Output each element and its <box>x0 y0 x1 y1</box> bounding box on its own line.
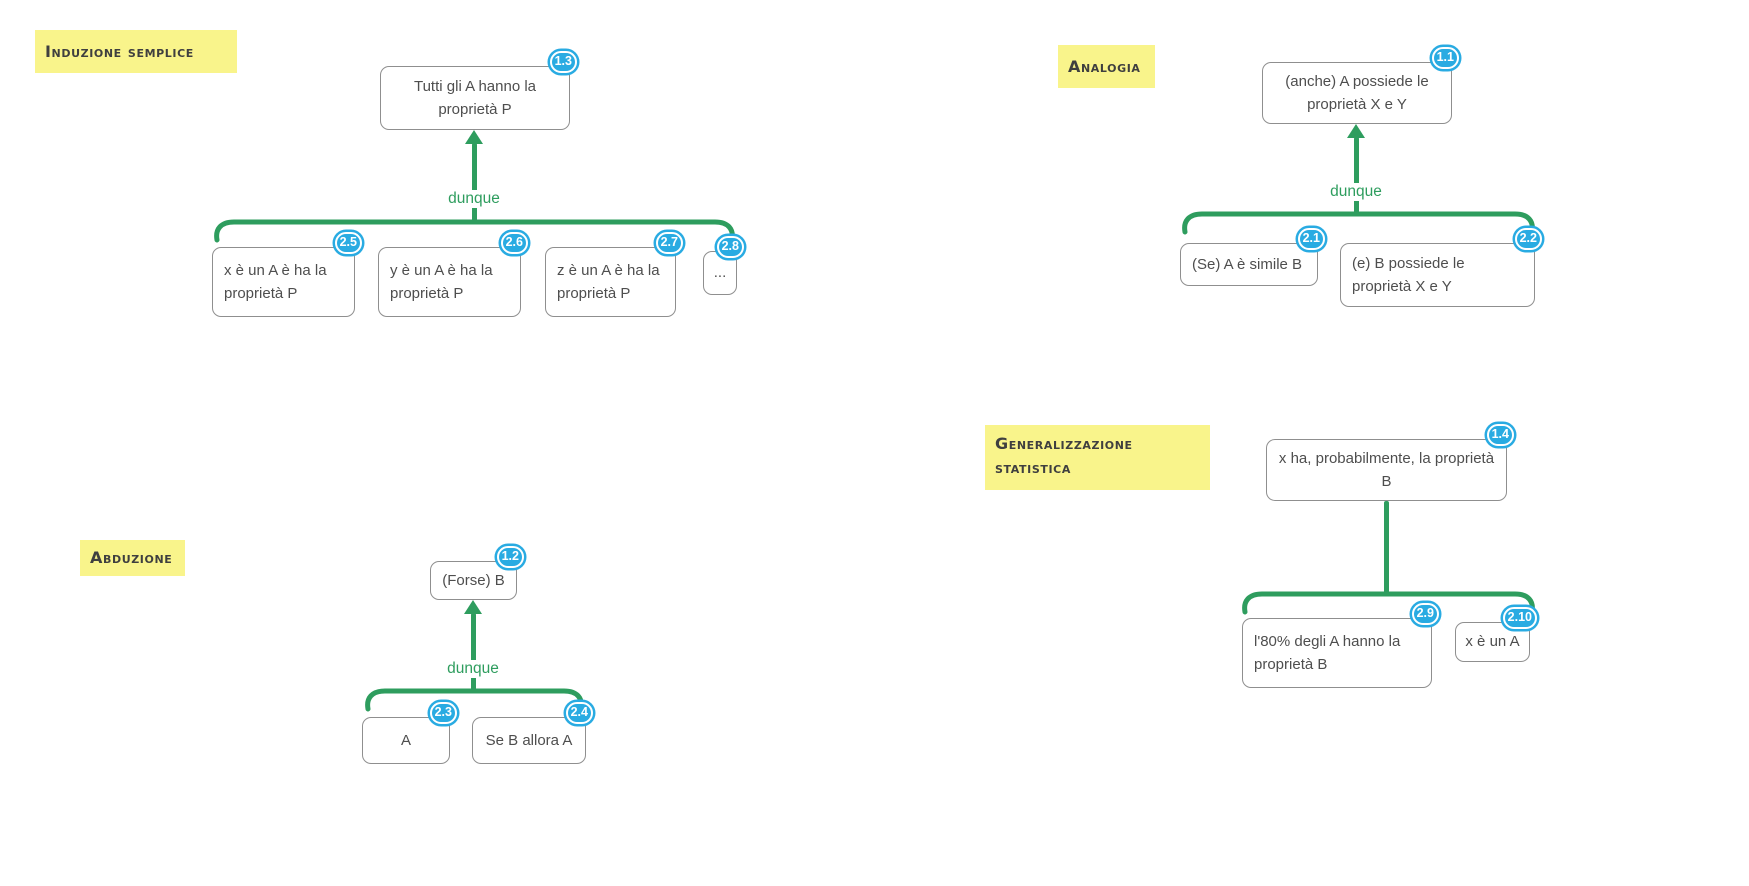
node-badge: 2.9 <box>1411 603 1439 625</box>
node-badge: 2.3 <box>429 702 457 724</box>
topic-label-analogia[interactable]: Analogia <box>1058 45 1155 88</box>
node-badge: 2.10 <box>1502 607 1537 629</box>
node-text: (anche) A possiede le proprietà X e Y <box>1285 72 1429 113</box>
node-badge: 1.4 <box>1486 424 1514 446</box>
topic-label-text: Induzione semplice <box>45 41 194 61</box>
node-text: x è un A è ha la proprietà P <box>224 261 327 302</box>
node-badge: 2.5 <box>334 232 362 254</box>
connector-label: dunque <box>444 660 502 678</box>
node-text: l'80% degli A hanno la proprietà B <box>1254 632 1401 673</box>
node-text: x è un A <box>1465 633 1520 651</box>
topic-label-text: Analogia <box>1068 56 1141 76</box>
node-text: A <box>400 731 411 749</box>
node-badge: 2.8 <box>716 236 744 258</box>
connector-label: dunque <box>445 190 503 208</box>
connector-label: dunque <box>1327 183 1385 201</box>
node-2-6[interactable]: 2.6 y è un A è ha la proprietà P <box>378 232 528 317</box>
node-2-1[interactable]: 2.1 (Se) A è simile B <box>1180 228 1325 286</box>
node-1-4[interactable]: 1.4 x ha, probabilmente, la proprietà B <box>1266 424 1514 501</box>
connector-arrowhead-icon <box>465 130 483 144</box>
topic-label-induzione-semplice[interactable]: Induzione semplice <box>35 30 237 73</box>
node-badge: 1.2 <box>496 546 524 568</box>
node-2-8[interactable]: 2.8 ... <box>703 236 744 295</box>
connector-line <box>472 143 477 224</box>
node-text: (e) B possiede le proprietà X e Y <box>1352 254 1465 295</box>
topic-label-text: Generalizzazione statistica <box>995 434 1133 477</box>
node-text: Se B allora A <box>485 731 573 749</box>
topic-label-abduzione[interactable]: Abduzione <box>80 540 185 576</box>
node-1-1[interactable]: 1.1 (anche) A possiede le proprietà X e … <box>1262 47 1459 124</box>
node-text: (Forse) B <box>442 571 505 589</box>
node-badge: 1.3 <box>549 51 577 73</box>
node-text: y è un A è ha la proprietà P <box>390 261 493 302</box>
node-badge: 2.4 <box>565 702 593 724</box>
connector-arrowhead-icon <box>1347 124 1365 138</box>
premise-bracket <box>214 219 735 243</box>
node-2-7[interactable]: 2.7 z è un A è ha la proprietà P <box>545 232 683 317</box>
node-text: (Se) A è simile B <box>1192 255 1303 273</box>
node-badge: 2.2 <box>1514 228 1542 250</box>
node-text: ... <box>713 264 727 282</box>
node-text: Tutti gli A hanno la proprietà P <box>413 77 537 118</box>
node-badge: 2.6 <box>500 232 528 254</box>
node-2-2[interactable]: 2.2 (e) B possiede le proprietà X e Y <box>1340 228 1542 307</box>
topic-label-text: Abduzione <box>90 548 173 567</box>
node-1-2[interactable]: 1.2 (Forse) B <box>430 546 524 600</box>
connector-line <box>471 613 476 693</box>
node-2-9[interactable]: 2.9 l'80% degli A hanno la proprietà B <box>1242 603 1439 688</box>
node-text: x ha, probabilmente, la proprietà B <box>1278 449 1495 490</box>
premise-bracket <box>365 688 584 712</box>
connector-line <box>1384 501 1389 596</box>
node-badge: 1.1 <box>1431 47 1459 69</box>
node-2-3[interactable]: 2.3 A <box>362 702 457 764</box>
node-badge: 2.1 <box>1297 228 1325 250</box>
node-text: z è un A è ha la proprietà P <box>557 261 660 302</box>
premise-bracket <box>1242 591 1535 615</box>
node-1-3[interactable]: 1.3 Tutti gli A hanno la proprietà P <box>380 51 577 130</box>
node-2-10[interactable]: 2.10 x è un A <box>1455 607 1537 662</box>
connector-arrowhead-icon <box>464 600 482 614</box>
connector-line <box>1354 137 1359 216</box>
node-2-4[interactable]: 2.4 Se B allora A <box>472 702 593 764</box>
premise-bracket <box>1182 211 1535 235</box>
topic-label-generalizzazione-statistica[interactable]: Generalizzazione statistica <box>985 425 1210 490</box>
node-badge: 2.7 <box>655 232 683 254</box>
node-2-5[interactable]: 2.5 x è un A è ha la proprietà P <box>212 232 362 317</box>
